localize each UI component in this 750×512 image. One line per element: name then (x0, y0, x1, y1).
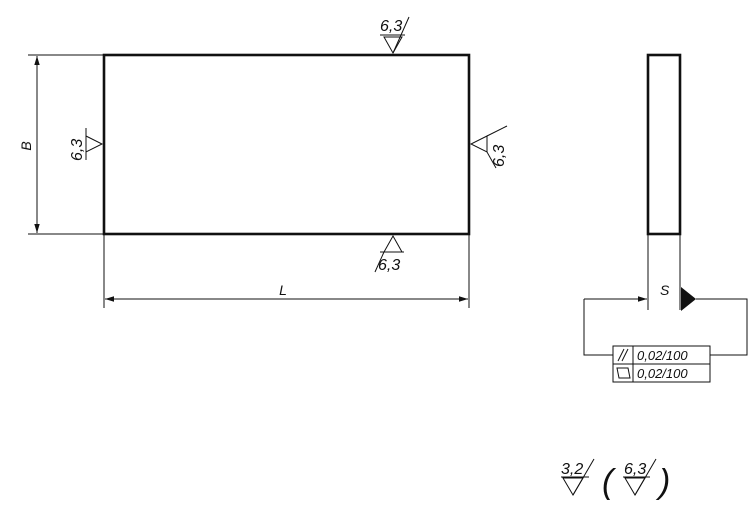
plate-side-view (646, 53, 682, 236)
width-dimension: B (18, 54, 104, 235)
length-dimension: L (103, 234, 470, 308)
thickness-dimension: S (584, 234, 681, 310)
parallelism-value: 0,02/100 (637, 348, 688, 363)
datum-triangle (681, 287, 696, 311)
thickness-label: S (660, 282, 670, 298)
length-label: L (279, 282, 287, 298)
surface-finish-top-value: 6,3 (380, 18, 402, 35)
surface-finish-bottom-value: 6,3 (378, 257, 400, 274)
close-parenthesis: ) (655, 463, 670, 501)
other-surface-finish: 6,3 (623, 458, 657, 496)
general-surface-finish-value: 3,2 (561, 461, 583, 478)
plate-front-view (102, 53, 471, 236)
parallelism-icon (617, 348, 629, 362)
other-surface-finish-value: 6,3 (624, 461, 646, 478)
surface-finish-left-value: 6,3 (69, 139, 86, 161)
flatness-value: 0,02/100 (637, 366, 688, 381)
tolerance-frame: 0,02/100 0,02/100 (612, 345, 711, 383)
open-parenthesis: ( (602, 463, 617, 501)
flatness-icon (616, 367, 631, 379)
width-label: B (18, 141, 34, 150)
surface-finish-right: 6,3 (469, 125, 508, 169)
general-surface-finish: 3,2 (561, 458, 595, 496)
surface-finish-right-value: 6,3 (491, 145, 508, 167)
surface-finish-left: 6,3 (69, 128, 104, 161)
surface-finish-bottom: 6,3 (374, 234, 404, 274)
surface-finish-top: 6,3 (380, 16, 410, 55)
